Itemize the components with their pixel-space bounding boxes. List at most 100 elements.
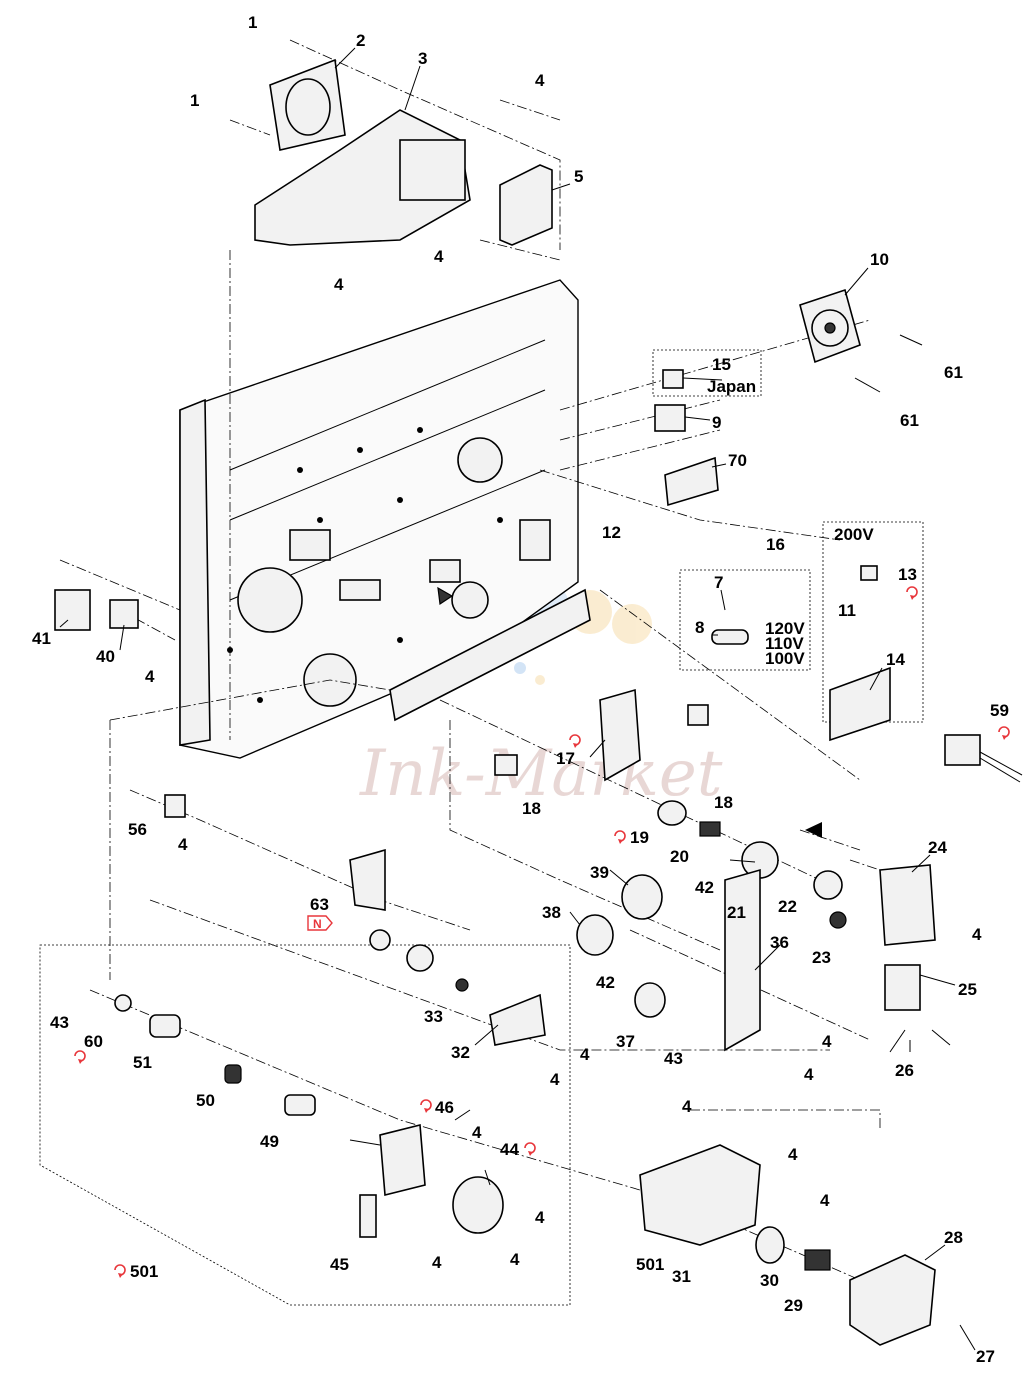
part-59-power-cord	[944, 734, 1023, 783]
part-15-connector	[662, 369, 684, 389]
part-61-screws	[854, 334, 923, 393]
label-22: 22	[778, 897, 797, 916]
label-2: 2	[356, 31, 365, 50]
part-labels: 1 1 2 3 4 4 4 5 10 61 61 15 9 70 12 16 7…	[32, 13, 1009, 1366]
label-28: 28	[944, 1228, 963, 1247]
label-32: 32	[451, 1043, 470, 1062]
label-50: 50	[196, 1091, 215, 1110]
part-23-gear	[829, 911, 847, 929]
label-18a: 18	[522, 799, 541, 818]
label-49: 49	[260, 1132, 279, 1151]
part-19-roller	[657, 800, 687, 826]
part-24-drive-unit	[879, 864, 936, 946]
part-56-plate	[164, 794, 186, 818]
label-4d: 4	[145, 667, 155, 686]
label-4n: 4	[820, 1191, 830, 1210]
new-part-badge-icon: N	[307, 915, 333, 931]
label-42a: 42	[695, 878, 714, 897]
label-43a: 43	[50, 1013, 69, 1032]
part-36-bracket	[724, 868, 761, 1052]
label-21: 21	[727, 903, 746, 922]
part-25-solenoid	[884, 964, 921, 1011]
label-5: 5	[574, 167, 583, 186]
part-8-plate	[711, 629, 749, 645]
part-10-fan	[799, 288, 861, 364]
part-33-bushing	[455, 978, 469, 992]
label-51: 51	[133, 1053, 152, 1072]
recycle-arrows-icon	[114, 1264, 126, 1278]
label-11: 11	[838, 601, 856, 620]
note-japan: Japan	[707, 377, 756, 396]
label-4k: 4	[682, 1097, 692, 1116]
label-43b: 43	[664, 1049, 683, 1068]
replace-icons	[74, 586, 1010, 1278]
label-17: 17	[556, 749, 575, 768]
part-5-block	[499, 164, 553, 246]
main-frame	[179, 279, 591, 759]
part-2-duct-frame	[269, 58, 346, 151]
new-badge-text: N	[313, 917, 322, 931]
label-4i: 4	[550, 1070, 560, 1089]
label-61b: 61	[900, 411, 919, 430]
label-15: 15	[712, 355, 731, 374]
label-20: 20	[670, 847, 689, 866]
label-4f: 4	[972, 925, 982, 944]
label-4c: 4	[334, 275, 344, 294]
part-32-bracket	[489, 993, 546, 1046]
part-31-frame	[639, 1144, 761, 1246]
part-39-pulley	[621, 874, 663, 920]
label-63: 63	[310, 895, 329, 914]
part-gear-small-b	[406, 944, 434, 972]
label-4h: 4	[822, 1032, 832, 1051]
part-70-sheet	[664, 456, 719, 507]
part-20-spring	[699, 821, 721, 837]
note-200v: 200V	[834, 525, 874, 544]
label-61a: 61	[944, 363, 963, 382]
recycle-arrows-icon	[569, 734, 581, 748]
part-44-motor	[452, 1176, 504, 1234]
part-gear-small-a	[369, 929, 391, 951]
label-36: 36	[770, 933, 789, 952]
label-7: 7	[714, 573, 723, 592]
label-38: 38	[542, 903, 561, 922]
label-4q: 4	[432, 1253, 442, 1272]
part-28-drive-unit	[849, 1254, 936, 1346]
part-60-washer	[114, 994, 132, 1012]
label-39: 39	[590, 863, 609, 882]
label-60: 60	[84, 1032, 103, 1051]
recycle-arrows-icon	[524, 1142, 536, 1156]
label-501: 501	[130, 1262, 158, 1281]
label-4r: 501	[636, 1255, 664, 1274]
label-40: 40	[96, 647, 115, 666]
part-13-label	[860, 565, 878, 581]
label-23: 23	[812, 948, 831, 967]
label-4e: 4	[178, 835, 188, 854]
label-27: 27	[976, 1347, 995, 1366]
label-33: 33	[424, 1007, 443, 1026]
direction-arrow-icon	[805, 822, 822, 838]
note-120v: 120V	[765, 619, 805, 638]
part-14-inlet-bracket	[829, 666, 891, 742]
part-3-air-duct	[254, 109, 471, 246]
label-9: 9	[712, 413, 721, 432]
part-18-clip-a	[494, 754, 518, 776]
parts	[54, 58, 1023, 1346]
note-110v: 110V	[765, 634, 804, 653]
label-25: 25	[958, 980, 977, 999]
label-56: 56	[128, 820, 147, 839]
label-4a: 4	[535, 71, 545, 90]
part-40-bracket	[109, 599, 139, 629]
region-notes: Japan 200V 120V 110V 100V	[707, 377, 874, 668]
note-100v: 100V	[765, 649, 805, 668]
label-59: 59	[990, 701, 1009, 720]
label-46: 46	[435, 1098, 454, 1117]
label-30: 30	[760, 1271, 779, 1290]
watermark-text: Ink-Market	[359, 737, 723, 811]
part-51-coupling	[149, 1014, 181, 1038]
part-29-spring	[804, 1249, 831, 1271]
label-1b: 1	[190, 91, 199, 110]
label-18b: 18	[714, 793, 733, 812]
part-46-plate	[379, 1123, 426, 1197]
label-4j: 4	[804, 1065, 814, 1084]
